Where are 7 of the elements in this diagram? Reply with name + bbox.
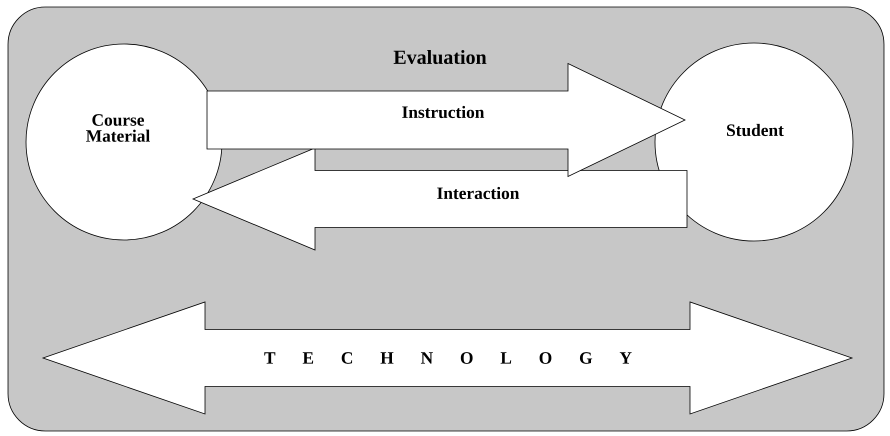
block-arrow [206, 62, 686, 178]
frame-title: Evaluation [394, 50, 486, 64]
edge-label: Interaction [437, 186, 520, 200]
circle-node: Course Material [26, 44, 222, 240]
block-arrow [192, 147, 688, 251]
circle-node: Student [654, 42, 854, 242]
edge-label: Instruction [402, 106, 484, 118]
